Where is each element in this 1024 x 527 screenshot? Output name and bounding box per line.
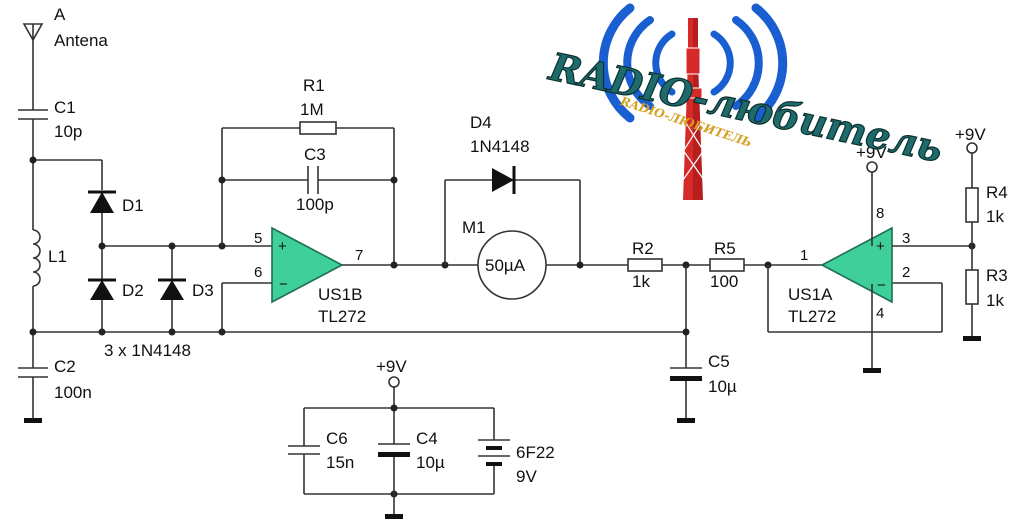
capacitor-c2	[18, 367, 48, 423]
c3-value: 100p	[296, 195, 334, 214]
c1-value: 10p	[54, 122, 82, 141]
diode-type-label: 3 x 1N4148	[104, 341, 191, 360]
us1a-pin-2: 2	[902, 264, 910, 281]
d3-name: D3	[192, 281, 214, 300]
us1a-plus-sign: +	[876, 238, 885, 255]
c4-name: C4	[416, 429, 438, 448]
vplus-opamp: +9V	[856, 143, 887, 162]
us1b-plus-sign: +	[278, 238, 287, 255]
us1a-name: US1A	[788, 285, 833, 304]
c5-value: 10µ	[708, 377, 737, 396]
us1b-type: TL272	[318, 307, 366, 326]
diode-d3	[158, 246, 186, 332]
capacitor-c4	[378, 443, 410, 494]
us1b-pin-6: 6	[254, 264, 262, 281]
us1b-minus-sign: −	[279, 276, 288, 293]
m1-value: 50µA	[485, 256, 526, 275]
radio-waves-icon	[598, 3, 788, 123]
opamp-us1b	[271, 226, 344, 304]
resistor-r1	[299, 121, 337, 135]
antenna-label: Antena	[54, 31, 108, 50]
us1a-pin-4: 4	[876, 305, 884, 322]
m1-name: M1	[462, 218, 486, 237]
us1a-pin-8: 8	[876, 205, 884, 222]
battery-name: 6F22	[516, 443, 555, 462]
resistor-r4	[965, 187, 979, 223]
resistor-r5	[709, 258, 745, 272]
r5-value: 100	[710, 272, 738, 291]
r3-value: 1k	[986, 291, 1004, 310]
c2-value: 100n	[54, 383, 92, 402]
r1-name: R1	[303, 76, 325, 95]
c2-name: C2	[54, 357, 76, 376]
r1-value: 1M	[300, 100, 324, 119]
d1-name: D1	[122, 196, 144, 215]
r2-value: 1k	[632, 272, 650, 291]
capacitor-c6	[288, 408, 320, 494]
resistor-r2	[627, 258, 663, 272]
us1b-pin-7: 7	[355, 247, 363, 264]
capacitor-c1	[18, 109, 48, 230]
c6-value: 15n	[326, 453, 354, 472]
us1a-pin-3: 3	[902, 230, 910, 247]
logo-main-text: RADIO-любитель	[545, 43, 947, 170]
c1-name: C1	[54, 98, 76, 117]
d4-name: D4	[470, 113, 492, 132]
opamp-us1a	[820, 226, 893, 304]
capacitor-c3	[307, 166, 319, 194]
c5-name: C5	[708, 352, 730, 371]
d2-name: D2	[122, 281, 144, 300]
resistor-r3	[965, 269, 979, 305]
c3-name: C3	[304, 145, 326, 164]
vplus-divider: +9V	[955, 125, 986, 144]
r4-name: R4	[986, 183, 1008, 202]
inductor-l1	[32, 229, 41, 368]
diode-d1	[88, 190, 116, 280]
d4-type: 1N4148	[470, 137, 530, 156]
antenna	[22, 23, 44, 110]
r3-name: R3	[986, 266, 1008, 285]
battery-value: 9V	[516, 467, 537, 486]
r4-value: 1k	[986, 207, 1004, 226]
c4-value: 10µ	[416, 453, 445, 472]
r5-name: R5	[714, 239, 736, 258]
capacitor-c5	[670, 265, 702, 423]
radio-lyubitel-logo: RADIO-ЛЮБИТЕЛЬ RADIO-любитель	[544, 3, 947, 200]
antenna-letter: A	[54, 5, 66, 24]
us1a-type: TL272	[788, 307, 836, 326]
us1a-minus-sign: −	[877, 277, 886, 294]
us1b-pin-5: 5	[254, 230, 262, 247]
us1a-pin-1: 1	[800, 247, 808, 264]
radio-tower-icon	[682, 18, 705, 200]
diode-d2	[88, 278, 116, 332]
c6-name: C6	[326, 429, 348, 448]
l1-name: L1	[48, 247, 67, 266]
battery-6f22	[478, 408, 510, 494]
diode-d4	[492, 166, 516, 194]
us1b-name: US1B	[318, 285, 362, 304]
r2-name: R2	[632, 239, 654, 258]
vplus-supply: +9V	[376, 357, 407, 376]
